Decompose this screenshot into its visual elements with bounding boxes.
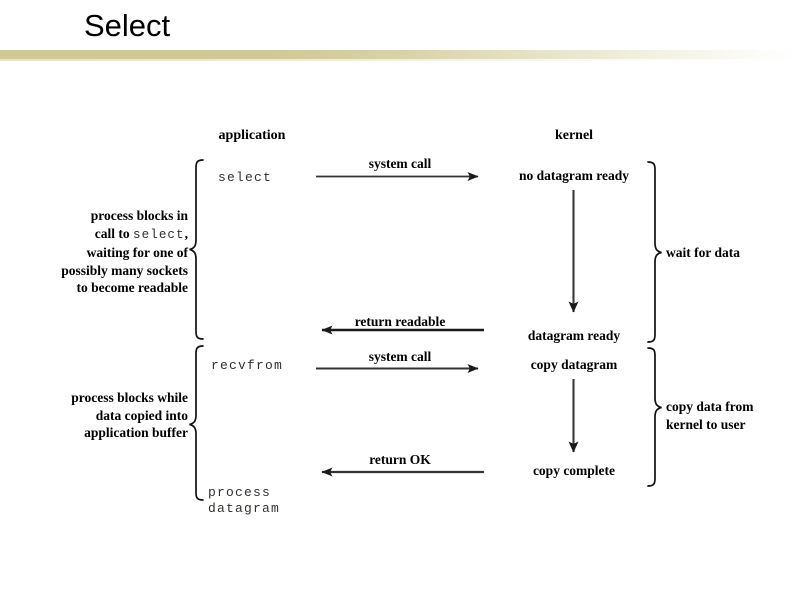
title-divider-bar	[0, 50, 794, 59]
arrow-label-system-call-1: system call	[368, 156, 432, 171]
annotation-copy-data-kernel-to-user: copy data from kernel to user	[666, 399, 754, 432]
title-divider-shadow	[0, 59, 794, 61]
annotation-line-2a: call to	[94, 225, 134, 241]
left-brace-select-block	[189, 159, 204, 340]
arrow-label-return-ok: return OK	[369, 452, 431, 467]
annotation-process-blocks-in-select: process blocks in call to select, waitin…	[40, 207, 188, 297]
column-header-application: application	[218, 128, 286, 143]
annotation-wait-for-data: wait for data	[666, 245, 740, 260]
page-title: Select	[84, 8, 171, 43]
annotation-process-blocks-while-copy: process blocks while data copied into ap…	[71, 390, 188, 440]
kernel-state-no-datagram-ready: no datagram ready	[519, 168, 629, 183]
kernel-state-copy-complete: copy complete	[532, 463, 616, 478]
arrow-label-return-readable: return readable	[354, 314, 446, 329]
kernel-state-datagram-ready: datagram ready	[527, 328, 621, 343]
app-call-recvfrom: recvfrom	[211, 358, 284, 373]
annotation-line-5: to become readable	[76, 280, 188, 295]
annotation-line-3: waiting for one of	[86, 245, 188, 260]
right-brace-wait-for-data	[647, 161, 662, 343]
kernel-state-copy-datagram: copy datagram	[530, 357, 618, 372]
annotation-line-2c: ,	[184, 225, 188, 241]
annotation-inline-select: select	[133, 227, 185, 242]
annotation-line-1: process blocks in	[90, 208, 188, 223]
left-brace-copy-block	[189, 345, 204, 501]
arrow-label-system-call-2: system call	[368, 349, 432, 364]
app-call-select: select	[218, 170, 273, 185]
right-brace-copy-kernel-to-user	[647, 347, 662, 487]
column-header-kernel: kernel	[554, 128, 594, 143]
annotation-line-4: possibly many sockets	[61, 262, 188, 278]
app-call-process-datagram: process datagram	[208, 485, 281, 516]
